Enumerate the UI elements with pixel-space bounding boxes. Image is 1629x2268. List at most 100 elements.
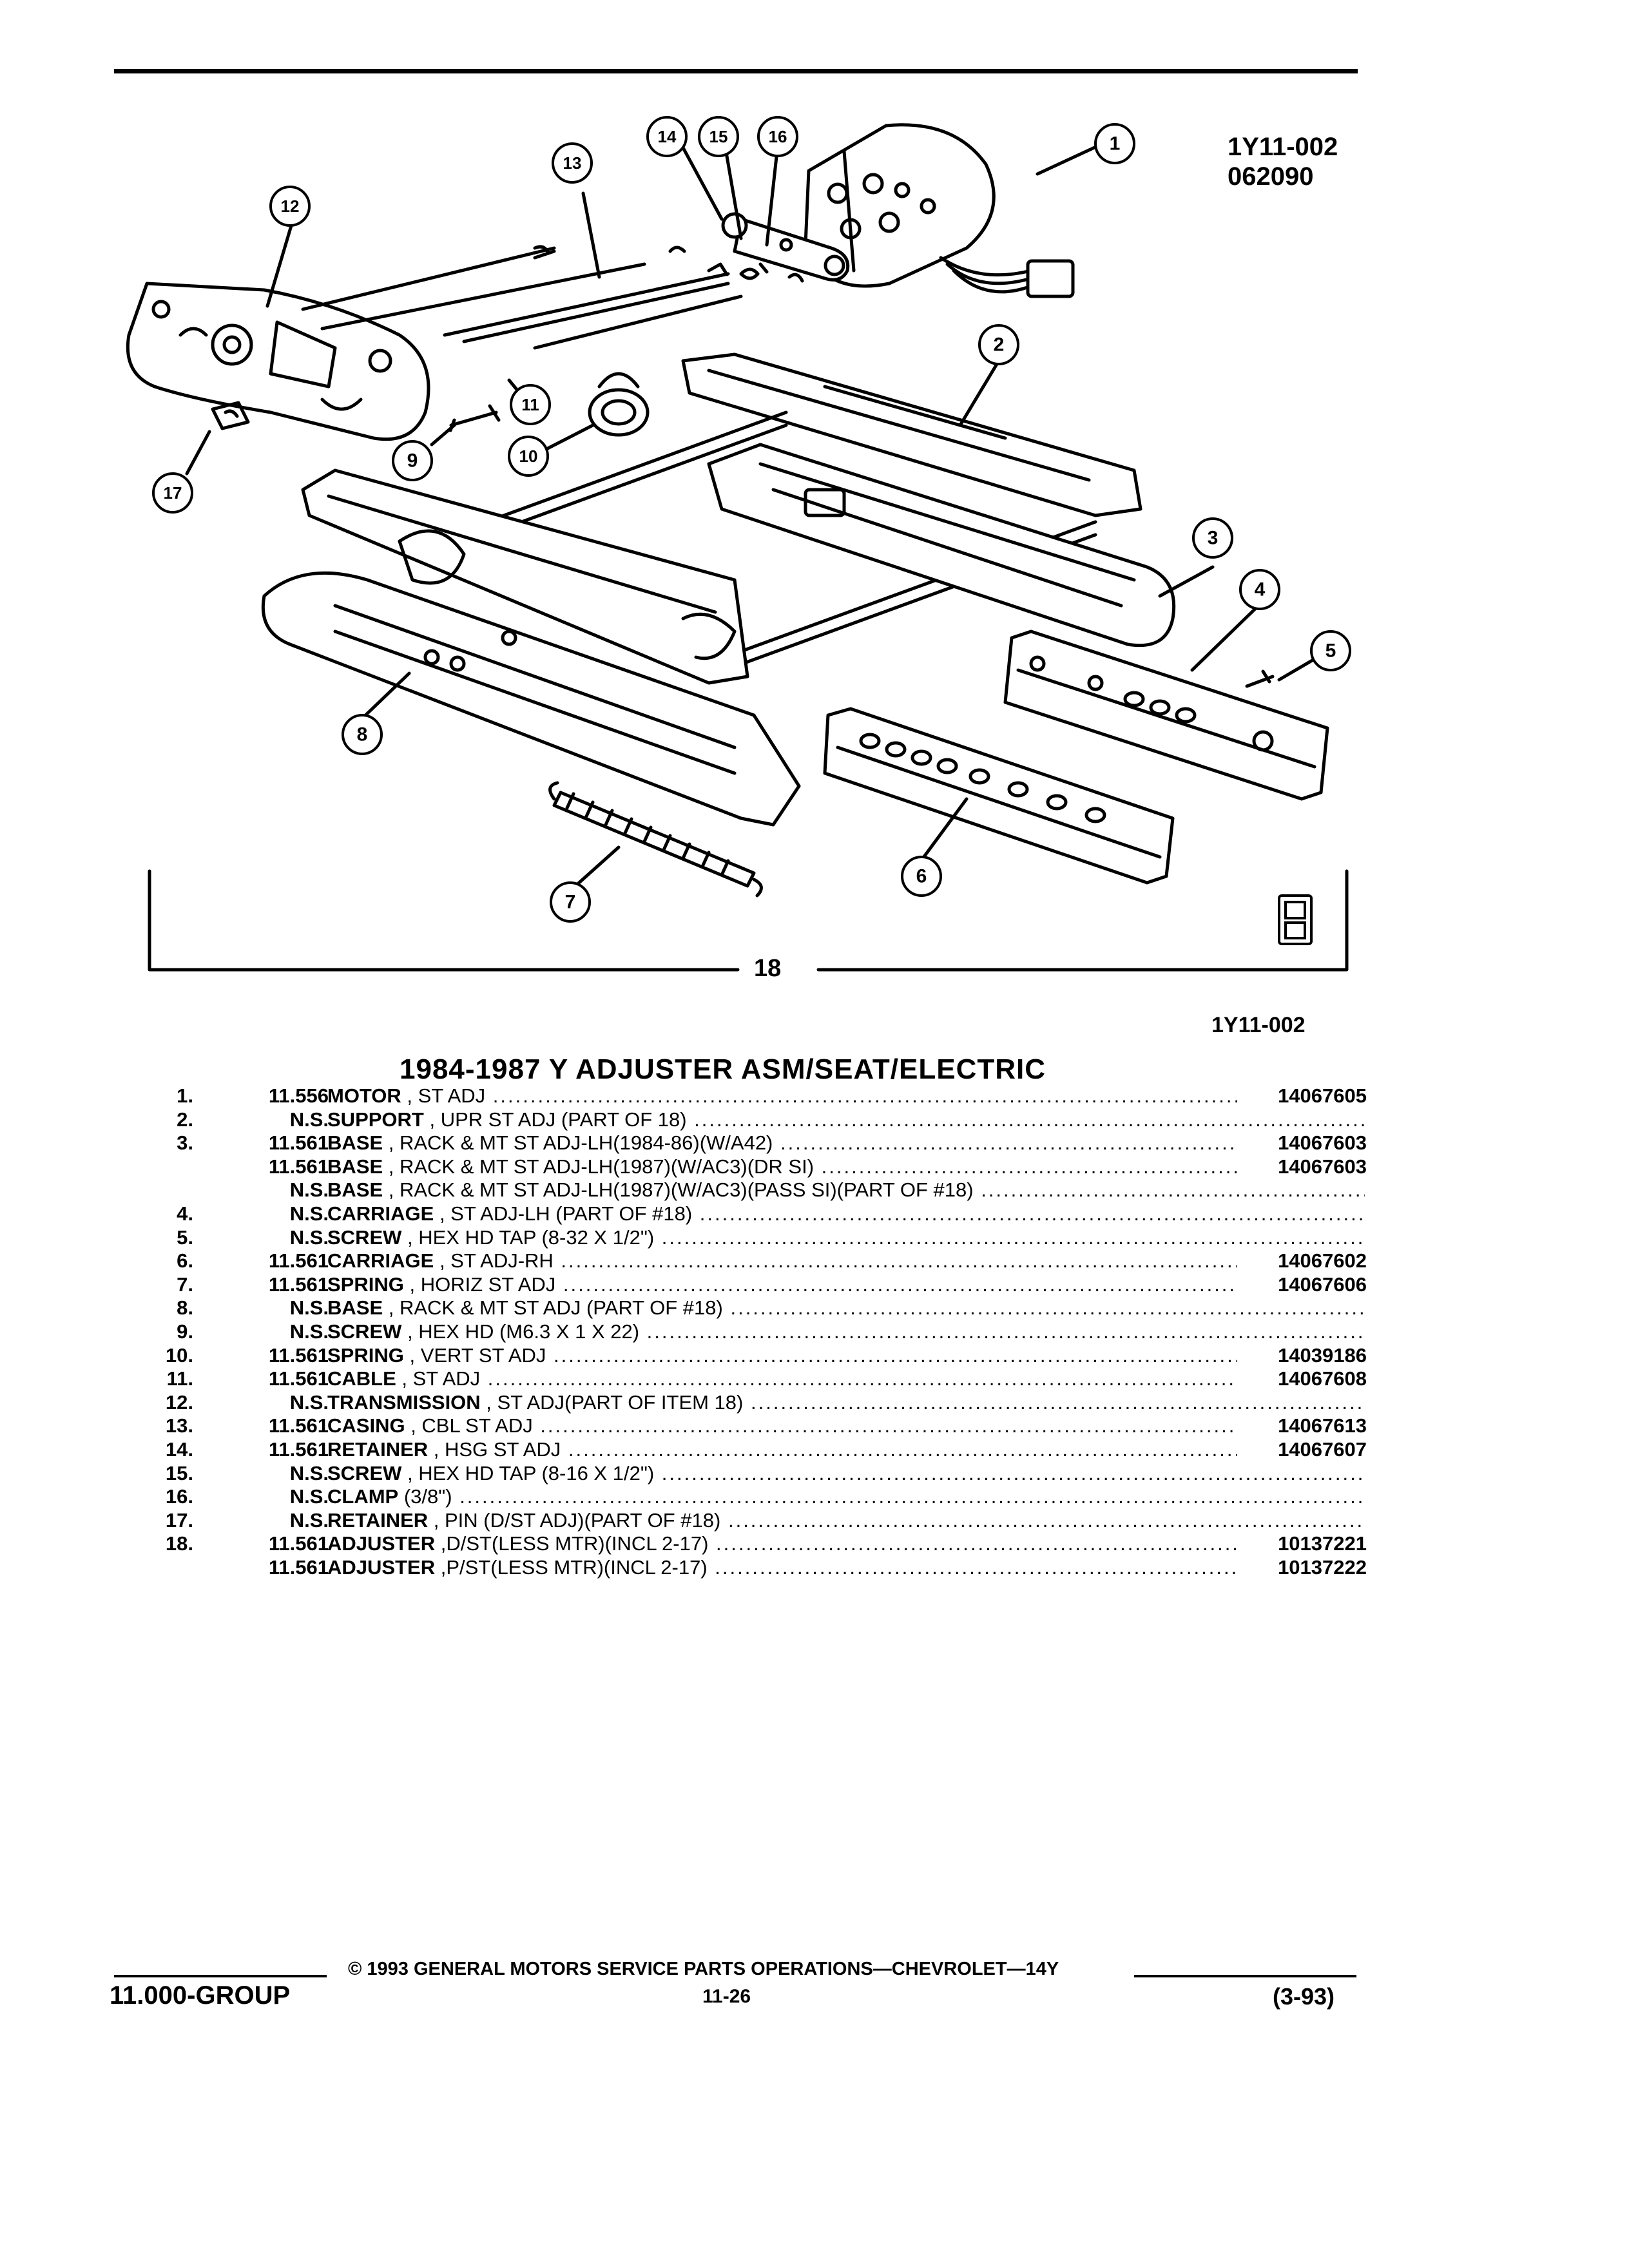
part-name: SPRING (327, 1343, 404, 1367)
part-description: RETAINER , PIN (D/ST ADJ)(PART OF #18) .… (327, 1509, 1365, 1532)
footer-rule-left (114, 1975, 327, 1977)
carriage-screw-part (1245, 669, 1275, 688)
part-description: CARRIAGE , ST ADJ-RH ...................… (327, 1249, 1365, 1273)
figure-ref-below: 1Y11-002 (1211, 1013, 1306, 1037)
footer-group: 11.000-GROUP (110, 1981, 291, 2010)
part-code: 11.561 (268, 1249, 329, 1273)
part-code: 11.561 (268, 1437, 329, 1461)
part-pn: 14067603 (1237, 1155, 1367, 1178)
part-number: 6. (177, 1249, 193, 1273)
motor-part (804, 123, 1075, 298)
part-number: 5. (177, 1225, 193, 1249)
part-name: SPRING (327, 1273, 404, 1296)
part-description: CLAMP (3/8") ...........................… (327, 1485, 1365, 1508)
part-code: N.S. (289, 1178, 329, 1202)
part-name: SCREW (327, 1320, 402, 1343)
part-description: SCREW , HEX HD (M6.3 X 1 X 22) .........… (327, 1320, 1365, 1343)
part-description: SPRING , HORIZ ST ADJ ..................… (327, 1273, 1365, 1296)
parts-row: 2.N.S.SUPPORT , UPR ST ADJ (PART OF 18) … (148, 1108, 1365, 1132)
part-description: ADJUSTER ,D/ST(LESS MTR)(INCL 2-17) ....… (327, 1532, 1365, 1555)
part-name: BASE (327, 1131, 383, 1155)
part-spec: , CBL ST ADJ (405, 1414, 533, 1437)
part-description: BASE , RACK & MT ST ADJ-LH(1984-86)(W/A4… (327, 1131, 1365, 1155)
part-name: BASE (327, 1296, 383, 1320)
part-spec: ,P/ST(LESS MTR)(INCL 2-17) (435, 1555, 708, 1579)
part-spec: , HSG ST ADJ (428, 1437, 561, 1461)
part-number: 8. (177, 1296, 193, 1320)
leader-dots: ........................................… (492, 1084, 1365, 1107)
part-name: SUPPORT (327, 1108, 424, 1131)
part-code: N.S. (289, 1390, 329, 1414)
part-number: 16. (165, 1485, 193, 1508)
part-number: 17. (165, 1508, 193, 1532)
parts-row: 15.N.S.SCREW , HEX HD TAP (8-16 X 1/2") … (148, 1462, 1365, 1486)
part-description: SUPPORT , UPR ST ADJ (PART OF 18) ......… (327, 1108, 1365, 1131)
part-spec: , HEX HD (M6.3 X 1 X 22) (401, 1320, 640, 1343)
callout-16: 16 (769, 127, 787, 146)
callout-8: 8 (357, 724, 368, 745)
leader-dots: ........................................… (540, 1414, 1365, 1437)
part-number: 18. (165, 1532, 193, 1555)
callout-3: 3 (1208, 528, 1219, 549)
part-description: CASING , CBL ST ADJ ....................… (327, 1414, 1365, 1437)
part-spec: , ST ADJ (396, 1367, 481, 1390)
part-code: 11.561 (268, 1532, 329, 1555)
base-rack-left-part (301, 468, 749, 685)
part-name: ADJUSTER (327, 1555, 436, 1579)
parts-row: 4. N.S.CARRIAGE , ST ADJ-LH (PART OF #18)… (148, 1202, 1365, 1226)
part-pn: 10137222 (1237, 1555, 1367, 1579)
base-rack-bottom-part (261, 571, 801, 827)
figure-ref-date: 062090 (1228, 162, 1314, 191)
part-description: ADJUSTER ,P/ST(LESS MTR)(INCL 2-17) ....… (327, 1556, 1365, 1579)
part-description: SCREW , HEX HD TAP (8-16 X 1/2") .......… (327, 1462, 1365, 1485)
callout-17: 17 (164, 483, 182, 503)
part-description: CARRIAGE , ST ADJ-LH (PART OF #18) .....… (327, 1202, 1365, 1225)
callout-2: 2 (994, 334, 1005, 356)
part-spec: ,D/ST(LESS MTR)(INCL 2-17) (435, 1532, 709, 1555)
callout-12: 12 (281, 197, 300, 216)
parts-row: 16.N.S.CLAMP (3/8") ....................… (148, 1485, 1365, 1509)
part-number: 9. (177, 1320, 193, 1343)
part-name: BASE (327, 1155, 383, 1178)
callout-5: 5 (1325, 640, 1336, 662)
part-pn: 14039186 (1237, 1343, 1367, 1367)
part-number: 11. (166, 1367, 193, 1390)
parts-row: 8.N.S.BASE , RACK & MT ST ADJ (PART OF #… (148, 1296, 1365, 1320)
figure-ref-block: 1Y11-002 062090 (1228, 132, 1338, 191)
part-code: 11.556 (268, 1084, 329, 1107)
part-number: 1. (177, 1084, 193, 1107)
part-name: CARRIAGE (327, 1249, 434, 1273)
clips-parts (668, 245, 804, 283)
copyright: © 1993 GENERAL MOTORS SERVICE PARTS OPER… (348, 1959, 1059, 1979)
part-number: 4. (177, 1202, 193, 1225)
part-code: 11.561 (268, 1155, 329, 1178)
part-spec: , HORIZ ST ADJ (403, 1273, 556, 1296)
part-code: N.S. (289, 1202, 329, 1225)
horizontal-spring-part (548, 781, 763, 898)
part-description: BASE , RACK & MT ST ADJ-LH(1987)(W/AC3)(… (327, 1155, 1365, 1178)
part-name: BASE (327, 1178, 383, 1202)
leader-dots: ........................................… (750, 1390, 1365, 1414)
leader-dots: ........................................… (554, 1343, 1365, 1367)
part-pn: 14067608 (1237, 1367, 1367, 1391)
part-name: TRANSMISSION (327, 1390, 481, 1414)
callout-13: 13 (563, 153, 582, 173)
part-number: 7. (177, 1273, 193, 1296)
part-code: 11.561 (268, 1555, 329, 1579)
callout-6: 6 (916, 866, 927, 887)
part-spec: , HEX HD TAP (8-32 X 1/2") (401, 1225, 655, 1249)
leader-dots: ........................................… (661, 1461, 1365, 1485)
part-code: 11.561 (268, 1343, 329, 1367)
part-number: 2. (177, 1108, 193, 1131)
part-number: 12. (165, 1390, 193, 1414)
part-pn: 14067602 (1237, 1249, 1367, 1273)
footer-page: 11-26 (702, 1986, 751, 2007)
footer-date: (3-93) (1273, 1983, 1335, 2010)
leader-dots: ........................................… (487, 1367, 1365, 1390)
part-name: SCREW (327, 1225, 402, 1249)
part-name: CARRIAGE (327, 1202, 434, 1225)
